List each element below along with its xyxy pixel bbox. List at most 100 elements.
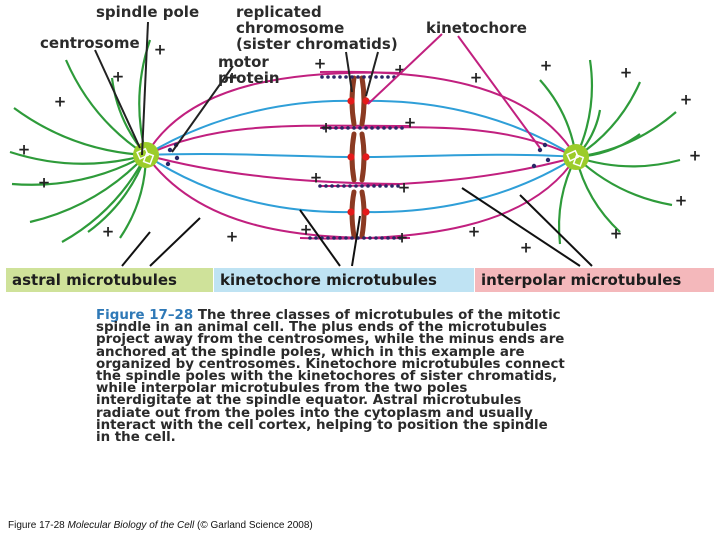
kinetochore-dot (347, 208, 354, 215)
label-line: chromosome (236, 20, 398, 36)
legend-astral-microtubules: astral microtubules (6, 268, 213, 292)
motor-protein (320, 75, 324, 79)
motor-protein (364, 126, 368, 130)
motor-protein (380, 75, 384, 79)
motor-protein (360, 184, 364, 188)
plus-end-marker: + (102, 223, 115, 241)
legend-kinetochore-microtubules: kinetochore microtubules (214, 268, 474, 292)
motor-protein (372, 184, 376, 188)
motor-protein (386, 75, 390, 79)
leader-lines (95, 22, 592, 266)
motor-protein (330, 184, 334, 188)
interpolar-microtubule (320, 127, 576, 157)
motor-protein (368, 236, 372, 240)
motor-protein (344, 236, 348, 240)
plus-end-marker: + (610, 225, 623, 243)
plus-end-marker: + (620, 64, 633, 82)
motor-protein (336, 184, 340, 188)
motor-protein (380, 236, 384, 240)
motor-protein (538, 148, 542, 152)
motor-protein (362, 75, 366, 79)
label-line: replicated (236, 4, 398, 20)
label-line: motor (218, 54, 280, 70)
label-line: protein (218, 70, 280, 86)
plus-end-marker: + (689, 147, 702, 165)
plus-end-marker: + (38, 174, 51, 192)
centrosome (563, 144, 589, 170)
motor-protein (378, 184, 382, 188)
motor-protein (394, 126, 398, 130)
motor-protein (543, 143, 547, 147)
motor-protein (384, 184, 388, 188)
leader-line (122, 232, 150, 266)
plus-end-marker: + (310, 169, 323, 187)
plus-end-marker: + (226, 228, 239, 246)
motor-protein (334, 126, 338, 130)
astral-microtubules (10, 40, 680, 244)
astral-microtubule (576, 157, 680, 166)
motor-protein (326, 75, 330, 79)
replicated-chromosome (347, 134, 369, 180)
leader-line (142, 22, 148, 155)
centrosome (133, 142, 159, 168)
motor-protein (348, 184, 352, 188)
motor-protein (166, 162, 170, 166)
credit-book-title: Molecular Biology of the Cell (67, 520, 194, 531)
plus-end-marker: + (404, 114, 417, 132)
replicated-chromosomes (347, 78, 369, 236)
leader-line (366, 52, 378, 96)
astral-microtubule (576, 157, 620, 232)
kinetochore-dot (362, 153, 369, 160)
plus-end-marker: + (320, 119, 333, 137)
plus-end-marker: + (468, 223, 481, 241)
motor-protein (332, 236, 336, 240)
plus-end-marker: + (154, 41, 167, 59)
kinetochore-dot (347, 153, 354, 160)
label-replicated-chromosome: replicated chromosome (sister chromatids… (236, 4, 398, 52)
motor-protein (346, 126, 350, 130)
motor-protein (362, 236, 366, 240)
plus-end-marker: + (520, 239, 533, 257)
astral-microtubule (14, 108, 146, 155)
credit-suffix: (© Garland Science 2008) (197, 520, 313, 531)
kinetochore-microtubule (368, 155, 576, 157)
motor-protein (386, 236, 390, 240)
motor-protein (390, 184, 394, 188)
motor-protein (532, 164, 536, 168)
plus-end-marker: + (470, 69, 483, 87)
caption-text: The three classes of microtubules of the… (96, 308, 565, 445)
kinetochore-dot (347, 97, 354, 104)
kinetochore-dot (362, 208, 369, 215)
astral-microtubule (576, 60, 592, 157)
figure-caption: Figure 17–28 The three classes of microt… (96, 310, 566, 444)
motor-protein (324, 184, 328, 188)
motor-protein (338, 236, 342, 240)
plus-end-marker: + (398, 179, 411, 197)
motor-protein (374, 75, 378, 79)
plus-end-marker: + (680, 91, 693, 109)
interpolar-microtubule (146, 155, 410, 238)
motor-protein (344, 75, 348, 79)
motor-protein (366, 184, 370, 188)
plus-end-marker: + (54, 93, 67, 111)
label-spindle-pole: spindle pole (96, 4, 199, 20)
astral-microtubule (88, 155, 146, 232)
interpolar-microtubule (146, 126, 410, 155)
motor-protein (376, 126, 380, 130)
leader-line (458, 36, 540, 148)
plus-end-marker: + (18, 141, 31, 159)
plus-end-marker: + (112, 68, 125, 86)
motor-protein (370, 126, 374, 130)
motor-protein (356, 75, 360, 79)
label-line: (sister chromatids) (236, 36, 398, 52)
plus-end-marker: + (675, 192, 688, 210)
interpolar-microtubule (300, 157, 576, 239)
label-kinetochore: kinetochore (426, 20, 527, 36)
motor-protein (350, 236, 354, 240)
motor-protein (175, 156, 179, 160)
motor-protein (332, 75, 336, 79)
motor-protein (340, 126, 344, 130)
motor-protein (352, 126, 356, 130)
motor-protein (326, 236, 330, 240)
motor-protein (314, 236, 318, 240)
